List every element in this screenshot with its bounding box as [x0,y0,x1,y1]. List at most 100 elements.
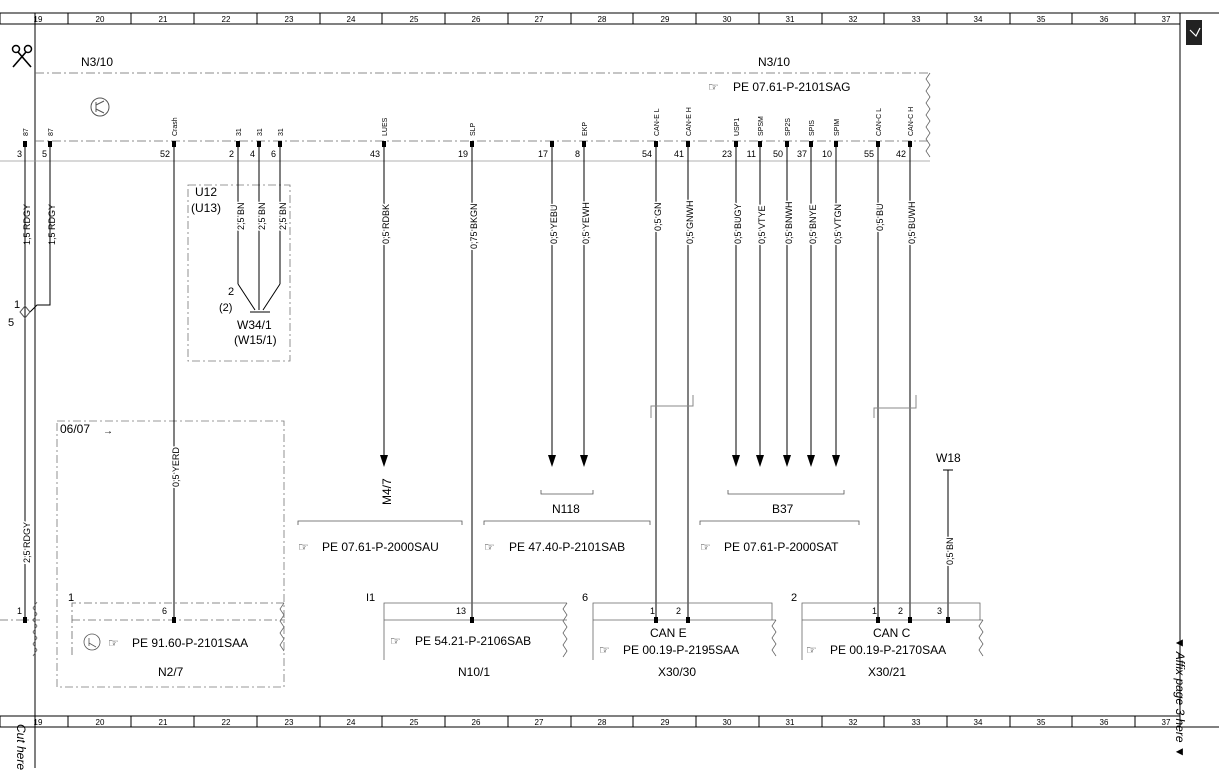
arrow-glyph: → [103,426,113,437]
pin-name: CAN-C L [876,108,883,136]
target-n118: N118 [552,502,580,516]
ref-n10-1: ☞ PE 54.21-P-2106SAB [390,634,531,648]
pin-number: 43 [370,149,380,159]
pin-number: 41 [674,149,684,159]
arrowhead [807,455,815,467]
wire-label: 0,5 BUWH [907,201,917,244]
connector-pin [946,617,950,623]
x30-30-title: CAN E [650,626,687,640]
pin-number: 11 [747,149,756,159]
module-break-zigzag [925,72,931,158]
module-label-right: N3/10 [758,55,790,69]
pin-number: 50 [773,149,783,159]
x30-30-pin-2: 2 [676,606,681,616]
svg-text:PE 91.60-P-2101SAA: PE 91.60-P-2101SAA [132,636,248,650]
splice-diamond [19,305,31,319]
pin-name: USP1 [734,118,741,136]
pin-name: SPIM [834,119,841,136]
grid-number-top: 22 [222,15,231,24]
wire-label: 2,5 BN [236,202,246,230]
arrow-layer [380,455,840,467]
pin-name: 31 [257,128,264,136]
connector-pin [550,141,554,147]
grid-number-top: 34 [974,15,983,24]
connector-pin [172,141,176,147]
splice-side: 5 [8,317,14,329]
n2-7-box [71,602,285,655]
svg-text:PE 00.19-P-2195SAA: PE 00.19-P-2195SAA [623,643,739,657]
grid-number-bottom: 19 [34,718,43,727]
wire-label: 0,5 BN [945,537,955,565]
connector-pin [758,141,762,147]
x30-21-name: X30/21 [868,665,906,679]
wire-label: 0,5 YEBU [549,205,559,244]
grid-number-top: 20 [96,15,105,24]
grid-number-bottom: 25 [410,718,419,727]
connector-pin [23,141,27,147]
grid-number-top: 36 [1100,15,1109,24]
u12-alt-label: (U13) [191,201,221,215]
grid-number-bottom: 32 [849,718,858,727]
wire-label: 0,5 YERD [171,447,181,487]
connector-pin [48,141,52,147]
grid-number-top: 35 [1037,15,1046,24]
wire-layer [19,147,953,620]
connector-pin [809,141,813,147]
hand-pointer-icon: ☞ [806,643,817,657]
pin-name: SPSM [758,116,765,136]
wire-label: 2,5 RDGY [22,522,32,563]
n10-1-pin: 13 [456,606,466,616]
grid-number-bottom: 36 [1100,718,1109,727]
hand-pointer-icon: ☞ [298,540,309,554]
connector-pin [582,141,586,147]
pin-number: 5 [42,149,47,159]
grid-number-top: 19 [34,15,43,24]
ref-n2-7: ☞ PE 91.60-P-2101SAA [108,636,248,650]
wire-label: 0,5 GN [653,202,663,231]
pin-number: 10 [822,149,832,159]
hand-pointer-icon: ☞ [599,643,610,657]
grid-number-bottom: 20 [96,718,105,727]
ref-n118: ☞ PE 47.40-P-2101SAB [484,540,625,554]
wire-label: 0,5 RDBK [381,204,391,244]
grid-numbers: 1919202021212222232324242525262627272828… [0,13,1181,727]
x30-30-number: 6 [582,592,588,604]
grid-number-bottom: 23 [285,718,294,727]
svg-text:PE 00.19-P-2170SAA: PE 00.19-P-2170SAA [830,643,946,657]
pin-name: CAN-C H [908,107,915,136]
connector-pin [236,141,240,147]
pin-name: 31 [236,128,243,136]
connector-pin [876,141,880,147]
connector-pin [908,617,912,623]
connector-pin [257,141,261,147]
wire-label: 0,5 VTGN [833,204,843,244]
pin-name: SLP [470,122,477,136]
pin-name: CAN-E L [654,108,661,136]
target-m4-7: M4/7 [380,478,394,505]
pin-name: 87 [23,128,30,136]
connector-pin [172,617,176,623]
brace-layer [297,490,860,525]
connector-pin [23,617,27,623]
x30-21-box [801,602,983,660]
connector-pin [785,141,789,147]
x30-30-name: X30/30 [658,665,696,679]
wire-label: 0,5 BU [875,203,885,231]
u12-label: U12 [195,185,217,199]
u12-frame [187,184,291,362]
target-b37: B37 [772,502,794,516]
x30-21-number: 2 [791,592,797,604]
grid-number-bottom: 35 [1037,718,1046,727]
u12-pin: 2 [228,286,234,298]
ref-main-text: PE 07.61-P-2101SAG [733,80,850,94]
pin-number: 3 [17,149,22,159]
ground-w34-1: W34/1 [237,318,272,332]
grid-number-bottom: 24 [347,718,356,727]
pin-name: SP2S [785,118,792,136]
brace-n118-ref [483,520,651,525]
grid-number-top: 27 [535,15,544,24]
ref-x30-21: ☞ PE 00.19-P-2170SAA [806,643,946,657]
grid-number-bottom: 34 [974,718,983,727]
